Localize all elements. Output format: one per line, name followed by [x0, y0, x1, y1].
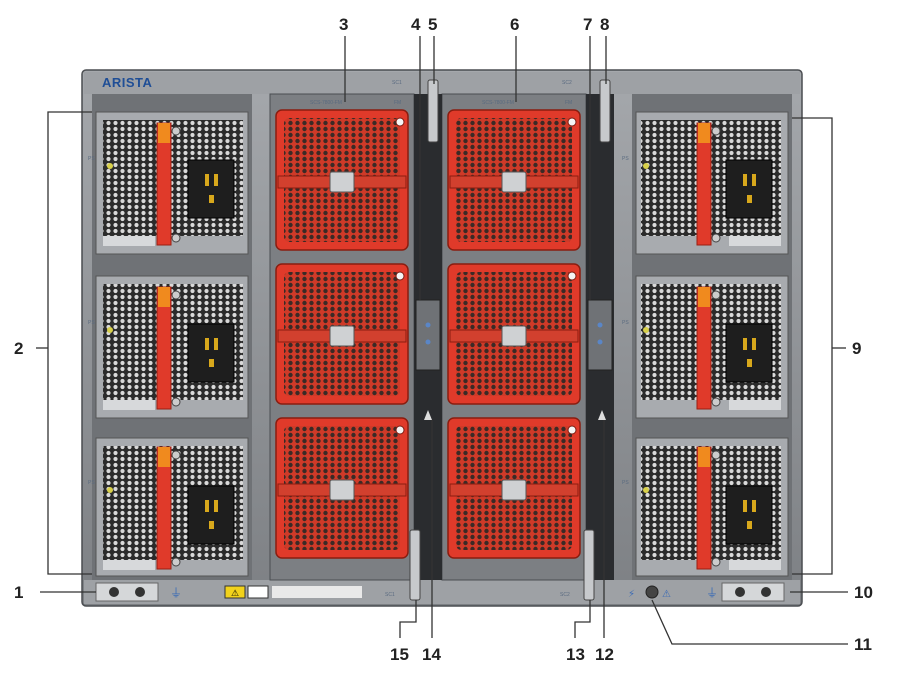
fan-latch[interactable]	[329, 325, 355, 347]
ejector-lever-bottom-right[interactable]	[583, 529, 595, 601]
callout-2: 2	[14, 339, 23, 358]
fan-latch[interactable]	[501, 325, 527, 347]
ground-symbol-right: ⏚	[706, 586, 718, 600]
svg-text:⚡: ⚡	[628, 589, 635, 600]
svg-text:⚠: ⚠	[231, 589, 239, 599]
callout-4: 4	[411, 15, 421, 34]
callout-6: 6	[510, 15, 519, 34]
chassis-top-strip	[84, 72, 800, 94]
power-inlet[interactable]	[725, 323, 773, 383]
fan-module-left-3[interactable]	[275, 417, 409, 559]
power-inlet[interactable]	[187, 323, 235, 383]
status-panel-left	[415, 299, 441, 371]
svg-text:FM: FM	[394, 100, 401, 106]
callout-8: 8	[600, 15, 609, 34]
esd-jack[interactable]: ⚡ ⚠	[628, 585, 671, 600]
ejector-lever-top-left[interactable]	[427, 79, 439, 143]
ejector-lever-bottom-left[interactable]	[409, 529, 421, 601]
callout-13: 13	[566, 645, 585, 664]
callout-3: 3	[339, 15, 348, 34]
svg-text:PS: PS	[622, 320, 629, 326]
slot-label-sc2: SC2	[562, 80, 572, 86]
svg-text:PS: PS	[88, 480, 95, 486]
callout-1: 1	[14, 583, 23, 602]
svg-text:⚠: ⚠	[662, 589, 671, 600]
fan-module-left-1[interactable]	[275, 109, 409, 251]
psu-right-1[interactable]: PS	[622, 111, 789, 255]
fan-module-right-1[interactable]	[447, 109, 581, 251]
svg-text:PS: PS	[88, 320, 95, 326]
psu-right-2[interactable]: PS	[622, 275, 789, 419]
center-channel-right	[583, 79, 614, 601]
power-inlet[interactable]	[725, 485, 773, 545]
arista-logo: ARISTA	[102, 75, 153, 90]
callout-5: 5	[428, 15, 437, 34]
callout-12: 12	[595, 645, 614, 664]
power-inlet[interactable]	[725, 159, 773, 219]
psu-left-2[interactable]: PS	[88, 275, 249, 419]
svg-text:FM: FM	[565, 100, 572, 106]
warning-label: ⚠	[224, 585, 362, 599]
psu-left-3[interactable]: PS	[88, 437, 249, 577]
callout-7: 7	[583, 15, 592, 34]
callout-numbers: 1 2 3 4 5 6 7 8 9 10 11 12 13 14 15	[14, 15, 873, 664]
bottom-slot-label-right: SC2	[560, 592, 570, 598]
chassis-bottom-strip	[84, 580, 800, 604]
psu-column-right: PS PS	[622, 94, 792, 580]
callout-9: 9	[852, 339, 861, 358]
status-panel-right	[587, 299, 613, 371]
fan-label-left: SCS-7800-FM	[310, 100, 342, 106]
bottom-slot-label-left: SC1	[385, 592, 395, 598]
svg-text:PS: PS	[88, 156, 95, 162]
psu-left-1[interactable]: PS	[88, 111, 249, 255]
callout-10: 10	[854, 583, 873, 602]
ejector-lever-top-right[interactable]	[599, 79, 611, 143]
fan-module-left-2[interactable]	[275, 263, 409, 405]
fan-module-right-2[interactable]	[447, 263, 581, 405]
fan-latch[interactable]	[501, 171, 527, 193]
power-inlet[interactable]	[187, 485, 235, 545]
psu-right-3[interactable]: PS	[622, 437, 789, 577]
ground-symbol-left: ⏚	[170, 586, 182, 600]
power-inlet[interactable]	[187, 159, 235, 219]
callout-14: 14	[422, 645, 441, 664]
fan-label-right: SCS-7800-FM	[482, 100, 514, 106]
callout-11: 11	[854, 635, 872, 654]
ground-studs-right	[721, 582, 785, 602]
fan-latch[interactable]	[329, 479, 355, 501]
fan-module-right-3[interactable]	[447, 417, 581, 559]
svg-text:PS: PS	[622, 156, 629, 162]
callout-leaders	[36, 36, 848, 645]
fan-latch[interactable]	[501, 479, 527, 501]
center-channel-left	[409, 79, 442, 601]
ground-studs-left	[95, 582, 159, 602]
svg-text:PS: PS	[622, 480, 629, 486]
fan-latch[interactable]	[329, 171, 355, 193]
slot-label-sc1: SC1	[392, 80, 402, 86]
callout-15: 15	[390, 645, 409, 664]
psu-column-left: PS PS	[88, 94, 252, 580]
